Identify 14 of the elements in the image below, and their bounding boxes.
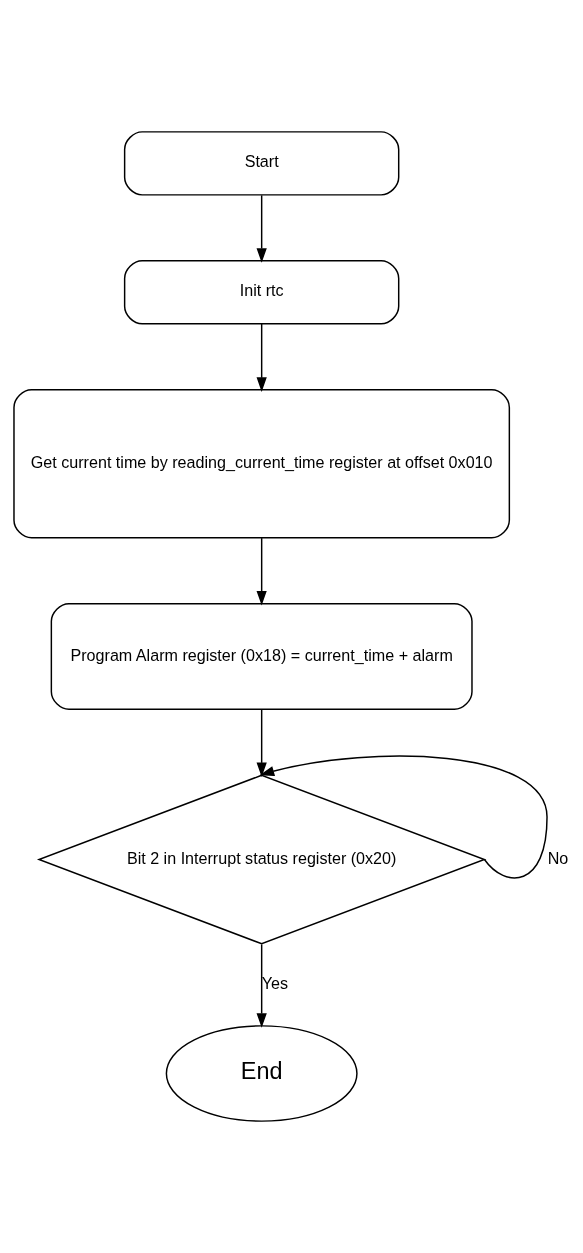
node-box: Get current time by reading_current_time register at offset 0x010 [13, 389, 511, 539]
edge-label: No [547, 848, 569, 867]
node-ellipse: End [165, 1025, 358, 1122]
arrow [256, 323, 267, 392]
arrow [256, 194, 267, 263]
arrow [256, 943, 267, 1028]
arrow [256, 537, 267, 606]
arrow [259, 755, 548, 879]
node-diamond: Bit 2 in Interrupt status register (0x20) [36, 774, 487, 945]
node-box: Program Alarm register (0x18) = current_time + alarm [50, 603, 473, 711]
edge-label: Yes [261, 973, 288, 992]
node-box: Init rtc [123, 260, 400, 325]
arrow [256, 708, 267, 778]
node-box: Start [123, 131, 400, 196]
